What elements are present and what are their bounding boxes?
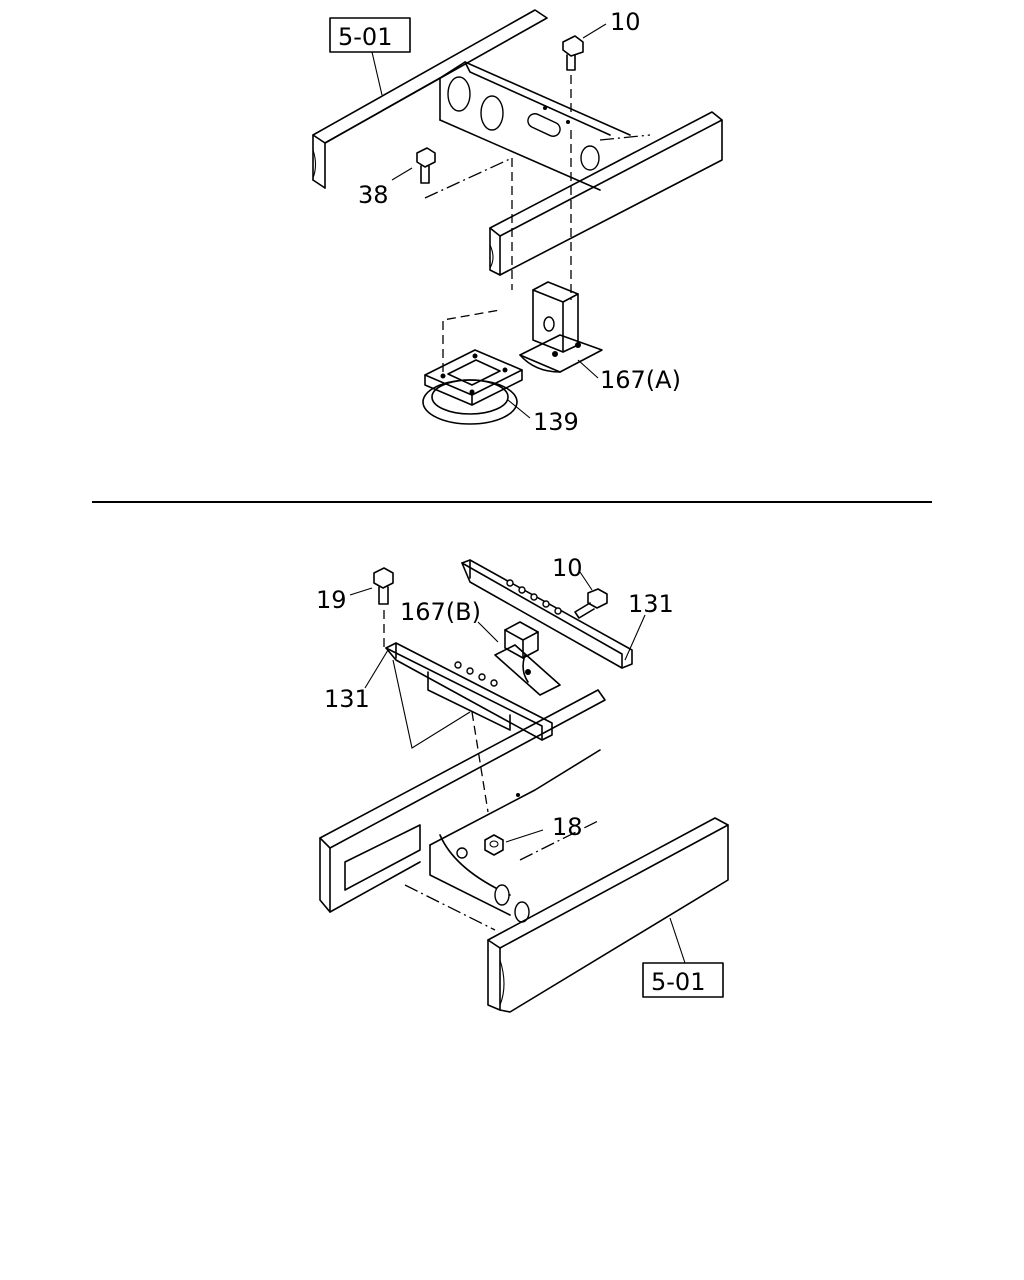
- nut-18: [484, 834, 504, 856]
- rail-131-right: [461, 559, 633, 669]
- callout-167a: 167(A): [600, 366, 681, 394]
- rail-131-left: [385, 642, 553, 741]
- bolt-38: [416, 147, 436, 184]
- frame-lower: [319, 689, 606, 931]
- frame-rail-lower-right: [487, 817, 729, 1013]
- callout-131-right: 131: [628, 590, 674, 618]
- bolt-10-top: [562, 35, 584, 71]
- callout-10-bottom: 10: [552, 554, 583, 582]
- bottom-view: 5-01 19 10 167(B) 131 131 18: [316, 554, 729, 1013]
- callout-18: 18: [552, 813, 583, 841]
- ref-box-top: [329, 17, 411, 53]
- callout-139: 139: [533, 408, 579, 436]
- callout-19: 19: [316, 586, 347, 614]
- callout-131-left: 131: [324, 685, 370, 713]
- frame-rail-left: [312, 9, 548, 189]
- ref-box-bottom: [642, 962, 724, 998]
- bracket-167a: [519, 281, 603, 373]
- callout-167b: 167(B): [400, 598, 481, 626]
- top-view: 5-01 10 38 167(A) 139: [312, 8, 723, 436]
- callout-10-top: 10: [610, 8, 641, 36]
- ref-label-top: 5-01: [338, 23, 392, 51]
- callout-38: 38: [358, 181, 389, 209]
- ref-label-bottom: 5-01: [651, 968, 705, 996]
- cross-member: [439, 61, 651, 191]
- bracket-167b: [494, 621, 561, 696]
- bolt-10-bottom: [574, 588, 608, 619]
- frame-rail-right: [489, 111, 723, 276]
- bolt-19: [373, 567, 394, 605]
- bracket-139: [422, 349, 523, 425]
